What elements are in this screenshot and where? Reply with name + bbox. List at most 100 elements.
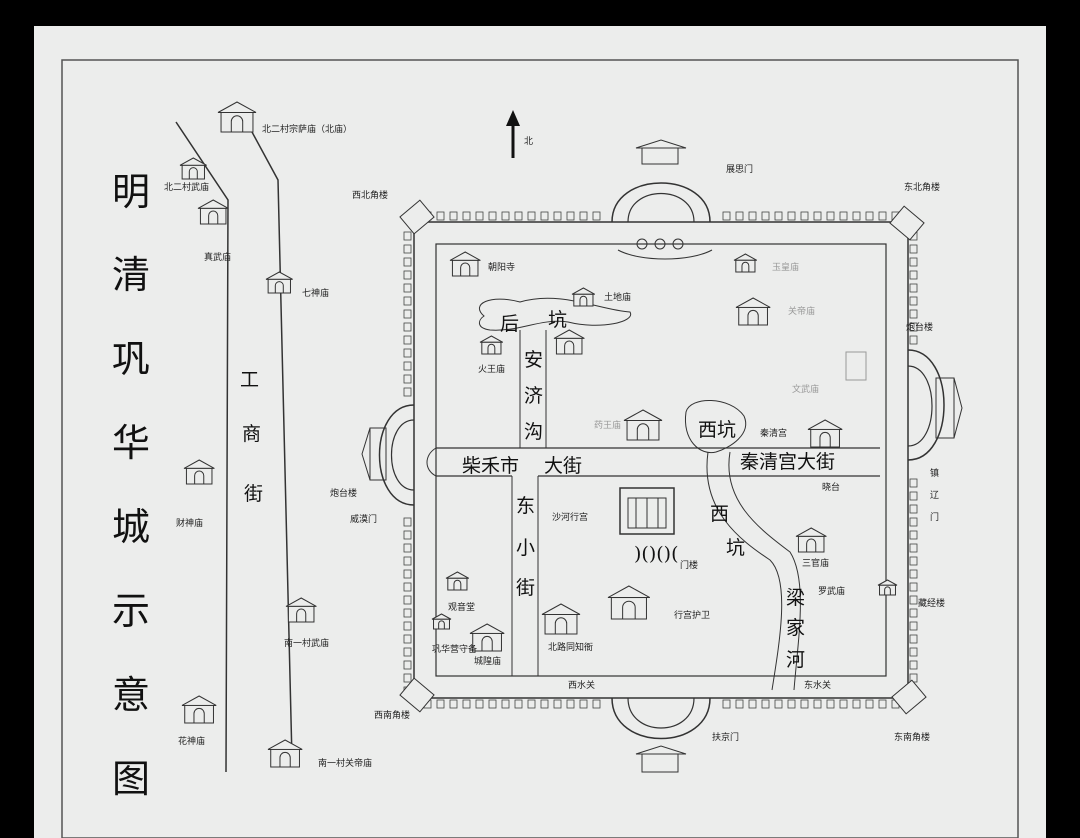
map-title: 明 清 巩 华 城 示 意 图 xyxy=(112,170,150,801)
label-east-gun-platform: 炮台楼 xyxy=(906,321,933,333)
label-tudi-temple: 土地庙 xyxy=(604,291,631,303)
label-northeast-tower: 东北角楼 xyxy=(904,181,940,193)
wall-merlon xyxy=(909,491,918,501)
temple-icon xyxy=(469,623,505,652)
label-faint-3: 文武庙 xyxy=(792,383,819,395)
svg-text:辽: 辽 xyxy=(930,490,939,501)
wall-merlon xyxy=(722,211,731,221)
wall-merlon xyxy=(403,660,412,670)
temple-icon xyxy=(553,329,585,355)
wall-merlon xyxy=(475,211,484,221)
wall-merlon xyxy=(909,608,918,618)
wall-merlon xyxy=(403,647,412,657)
label-faint-4: 药王庙 xyxy=(594,419,621,431)
wall-merlon xyxy=(403,322,412,332)
temple-icon xyxy=(431,613,452,630)
east-small-char-3: 街 xyxy=(516,577,535,599)
east-small-char-2: 小 xyxy=(516,537,535,559)
label-beilu-yamen: 北路同知衙 xyxy=(548,641,593,653)
label-southeast-tower: 东南角楼 xyxy=(894,731,930,743)
wall-merlon xyxy=(514,211,523,221)
wall-merlon xyxy=(403,634,412,644)
wall-merlon xyxy=(878,211,887,221)
wall-merlon xyxy=(553,699,562,709)
wall-merlon xyxy=(761,699,770,709)
wall-merlon xyxy=(852,211,861,221)
temple-icon xyxy=(265,271,293,294)
label-caishen-temple: 财神庙 xyxy=(176,517,203,529)
wall-merlon xyxy=(403,387,412,397)
wall-merlon xyxy=(909,569,918,579)
label-west-gate: 威漠门 xyxy=(350,513,377,525)
street-char-1: 工 xyxy=(240,369,259,391)
wall-merlon xyxy=(909,556,918,566)
wall-merlon xyxy=(852,699,861,709)
label-north-village2-wumiao: 北二村武庙 xyxy=(164,181,209,193)
xi-keng-label: 西坑 xyxy=(698,419,736,441)
wall-merlon xyxy=(735,699,744,709)
wall-merlon xyxy=(787,211,796,221)
wall-merlon xyxy=(403,348,412,358)
wall-merlon xyxy=(839,699,848,709)
title-char-1: 明 xyxy=(112,170,150,214)
wall-merlon xyxy=(909,309,918,319)
wall-merlon xyxy=(839,211,848,221)
wall-merlon xyxy=(475,699,484,709)
xi-keng-char-1: 西 xyxy=(710,503,729,525)
wall-merlon xyxy=(909,322,918,332)
river-char-2: 家 xyxy=(786,617,805,639)
label-west-gun-platform: 炮台楼 xyxy=(330,487,357,499)
title-char-3: 巩 xyxy=(112,337,150,381)
northeast-tower-icon xyxy=(889,205,925,241)
wall-merlon xyxy=(878,699,887,709)
wall-merlon xyxy=(592,211,601,221)
label-chenghuang-temple: 城隍庙 xyxy=(474,655,501,667)
wall-merlon xyxy=(748,211,757,221)
wall-merlon xyxy=(403,556,412,566)
wall-merlon xyxy=(909,660,918,670)
wall-merlon xyxy=(722,699,731,709)
wall-merlon xyxy=(527,699,536,709)
temple-icon xyxy=(449,251,481,277)
label-north-gate: 展思门 xyxy=(726,163,753,175)
wall-merlon xyxy=(909,621,918,631)
wall-merlon xyxy=(403,270,412,280)
anji-char-3: 沟 xyxy=(524,421,543,443)
wall-merlon xyxy=(403,517,412,527)
gongshang-street-east-edge xyxy=(251,131,293,761)
temple-icon xyxy=(795,527,827,553)
main-avenue xyxy=(436,447,880,477)
wall-merlon xyxy=(403,309,412,319)
wall-merlon xyxy=(909,530,918,540)
title-char-5: 城 xyxy=(112,505,150,549)
label-cangjing-building: 藏经楼 xyxy=(918,597,945,609)
liangjia-river xyxy=(706,451,801,691)
map-frame xyxy=(61,59,1019,838)
temple-icon xyxy=(877,579,898,596)
label-qishen-temple: 七神庙 xyxy=(302,287,329,299)
wall-merlon xyxy=(527,211,536,221)
wall-merlon xyxy=(566,211,575,221)
title-char-4: 华 xyxy=(112,421,150,465)
wall-merlon xyxy=(488,699,497,709)
wall-merlon xyxy=(748,699,757,709)
east-small-street xyxy=(511,476,539,676)
wall-merlon xyxy=(403,608,412,618)
wall-merlon xyxy=(909,257,918,267)
wall-merlon xyxy=(826,211,835,221)
south-gate-barbican xyxy=(611,697,711,773)
temple-icon xyxy=(285,597,317,623)
label-gonghua-garrison: 巩华营守备 xyxy=(432,643,477,655)
xi-keng-pond xyxy=(684,399,747,454)
wall-merlon xyxy=(909,283,918,293)
wall-merlon xyxy=(403,283,412,293)
wall-merlon xyxy=(909,647,918,657)
anji-canal xyxy=(519,330,547,448)
temple-icon xyxy=(217,101,257,133)
temple-icon xyxy=(197,199,229,225)
label-northwest-tower: 西北角楼 xyxy=(352,189,388,201)
north-arrow-icon: 北 xyxy=(506,110,533,158)
wall-merlon xyxy=(540,211,549,221)
wall-merlon xyxy=(761,211,770,221)
